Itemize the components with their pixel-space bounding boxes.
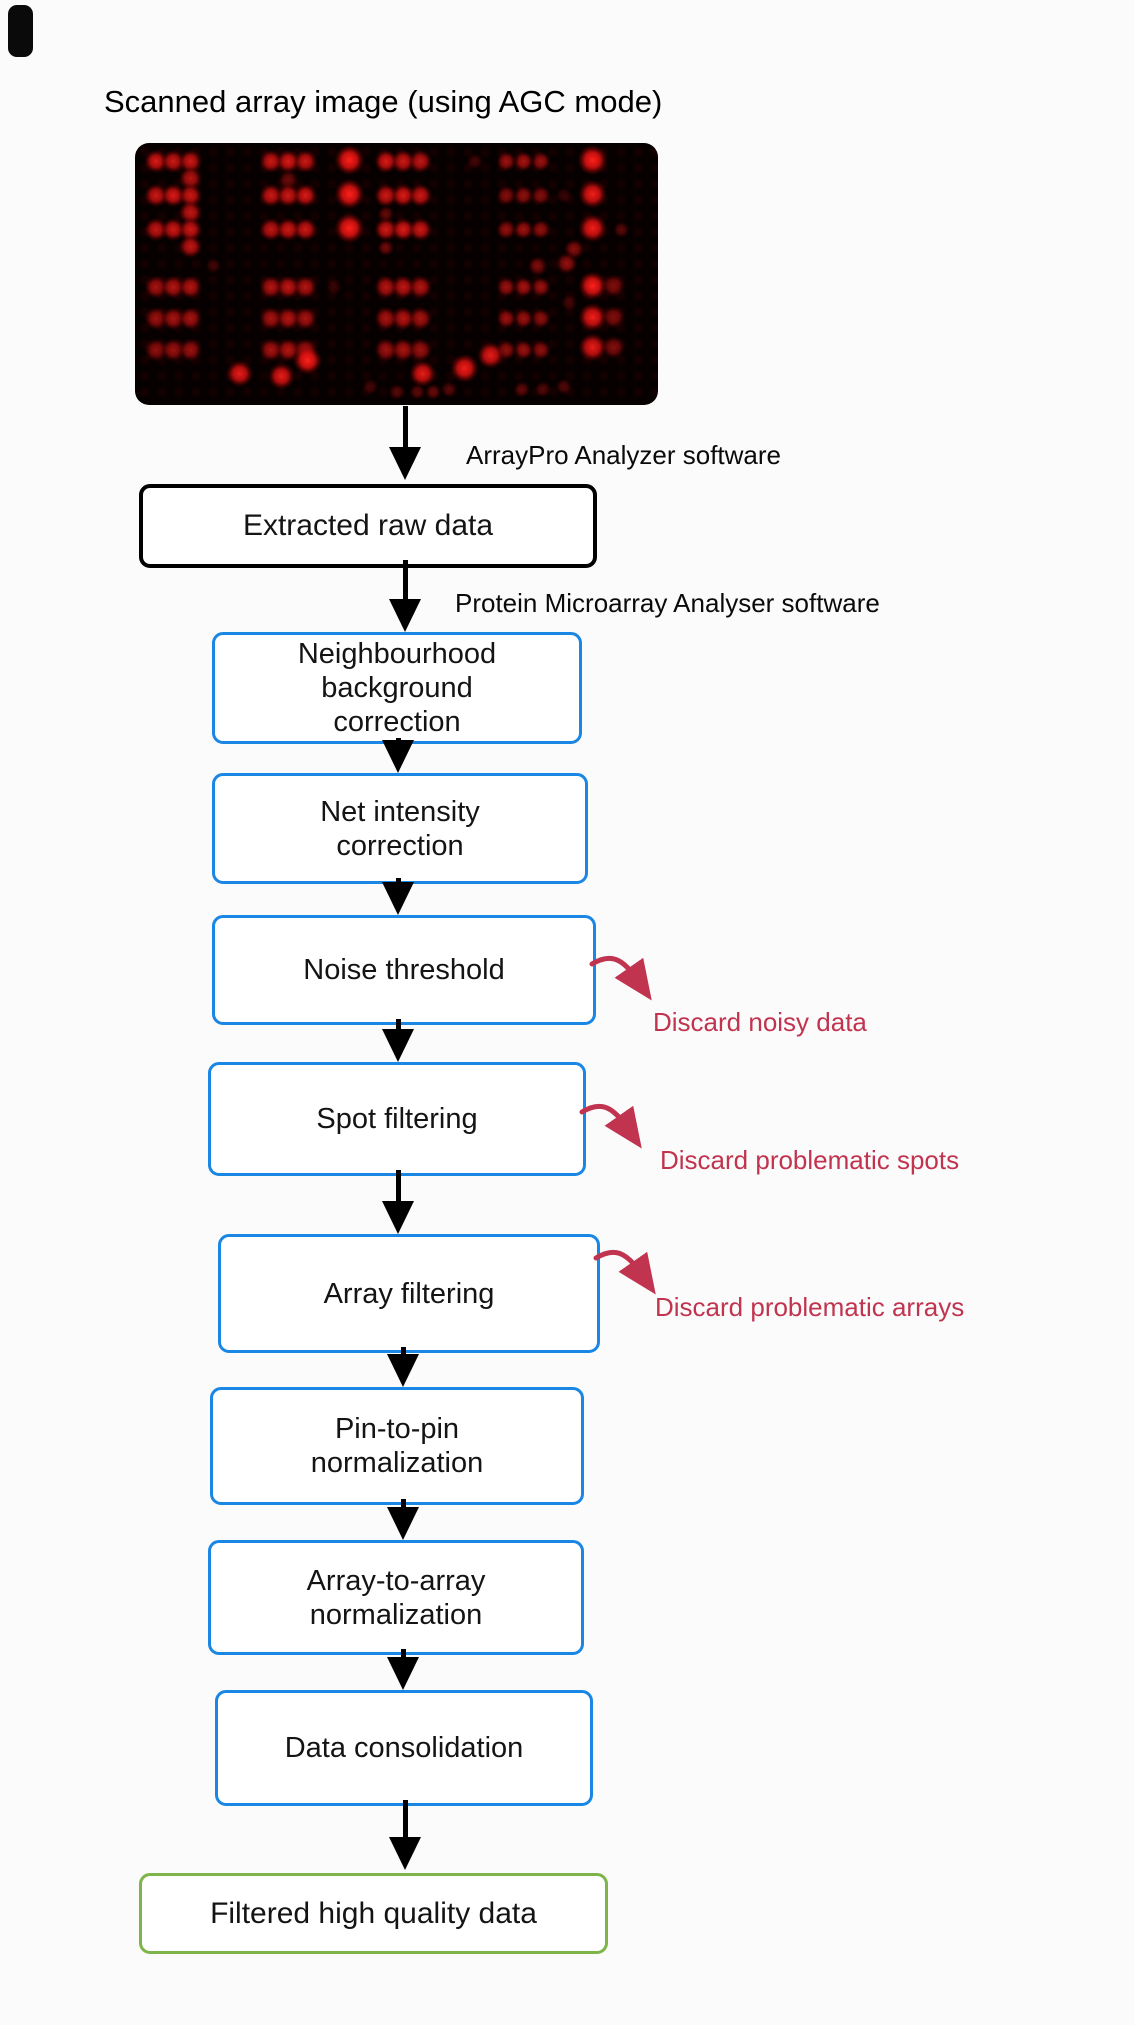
- flow-box-neighbourhood-background-correction: Neighbourhood background correction: [212, 632, 582, 744]
- arrow-shaft: [402, 406, 408, 447]
- flow-box-label: Array-to-array normalization: [306, 1564, 486, 1631]
- arrow-shaft: [395, 738, 401, 740]
- arrow-to-filtered-data: [388, 1800, 422, 1870]
- flow-box-label: Net intensity correction: [320, 795, 480, 862]
- arrow-head-icon: [382, 740, 414, 773]
- arrow-shaft: [395, 1170, 401, 1201]
- arrow-to-data-consolidation: [386, 1649, 420, 1690]
- flow-box-label: Pin-to-pin normalization: [310, 1413, 484, 1479]
- microarray-image: [135, 143, 658, 405]
- corner-artifact: [8, 5, 33, 57]
- flow-box-label: Array filtering: [323, 1277, 495, 1310]
- arrow-shaft: [395, 878, 401, 882]
- flow-box-label: Data consolidation: [284, 1732, 524, 1764]
- flow-box-net-intensity-correction: Net intensity correction: [212, 773, 588, 884]
- arrow-shaft: [402, 560, 408, 599]
- flow-box-pin-to-pin-normalization: Pin-to-pin normalization: [210, 1387, 584, 1505]
- discard-label-problematic-spots: Discard problematic spots: [660, 1145, 960, 1175]
- arrow-head-icon: [382, 1029, 414, 1062]
- arrow-head-icon: [389, 447, 421, 480]
- arrow-shaft: [400, 1347, 406, 1354]
- arrow-to-spot-filtering: [381, 1019, 415, 1062]
- flow-box-label: Filtered high quality data: [210, 1896, 537, 1930]
- label-arraypro-software: ArrayPro Analyzer software: [466, 440, 782, 470]
- flow-box-data-consolidation: Data consolidation: [215, 1690, 593, 1806]
- arrow-to-pin-to-pin: [386, 1347, 420, 1387]
- flow-box-filtered-high-quality-data: Filtered high quality data: [139, 1873, 608, 1954]
- discard-label-problematic-arrays: Discard problematic arrays: [655, 1292, 965, 1322]
- arrow-shaft: [400, 1649, 406, 1657]
- arrow-head-icon: [389, 1837, 421, 1870]
- arrow-to-array-to-array: [386, 1499, 420, 1540]
- flow-box-noise-threshold: Noise threshold: [212, 915, 596, 1025]
- arrow-head-icon: [387, 1507, 419, 1540]
- arrow-head-icon: [382, 1201, 414, 1234]
- arrow-extracted-to-neighbourhood: [388, 560, 422, 632]
- arrow-shaft: [400, 1499, 406, 1507]
- flow-box-array-to-array-normalization: Array-to-array normalization: [208, 1540, 584, 1655]
- discard-arrow-noisy-data: [589, 955, 652, 1001]
- label-pma-software: Protein Microarray Analyser software: [455, 588, 880, 618]
- arrow-head-icon: [382, 882, 414, 915]
- flow-box-label: Neighbourhood background correction: [297, 638, 497, 738]
- page-title: Scanned array image (using AGC mode): [104, 84, 663, 119]
- arrow-head-icon: [389, 599, 421, 632]
- arrow-to-array-filtering: [381, 1170, 415, 1234]
- arrow-shaft: [402, 1800, 408, 1837]
- flow-box-spot-filtering: Spot filtering: [208, 1062, 586, 1176]
- arrow-head-icon: [387, 1657, 419, 1690]
- discard-label-noisy-data: Discard noisy data: [653, 1007, 867, 1037]
- flow-box-label: Extracted raw data: [242, 509, 494, 542]
- flow-box-array-filtering: Array filtering: [218, 1234, 600, 1353]
- discard-arrow-problematic-arrays: [593, 1249, 656, 1295]
- flow-box-label: Noise threshold: [303, 954, 505, 986]
- arrow-to-net-intensity: [381, 738, 415, 773]
- flow-box-label: Spot filtering: [316, 1103, 478, 1135]
- discard-arrow-problematic-spots: [579, 1103, 642, 1149]
- arrow-to-noise-threshold: [381, 878, 415, 915]
- flow-box-extracted-raw-data: Extracted raw data: [139, 484, 597, 568]
- arrow-image-to-extracted: [388, 406, 422, 480]
- arrow-shaft: [395, 1019, 401, 1029]
- arrow-head-icon: [387, 1354, 419, 1387]
